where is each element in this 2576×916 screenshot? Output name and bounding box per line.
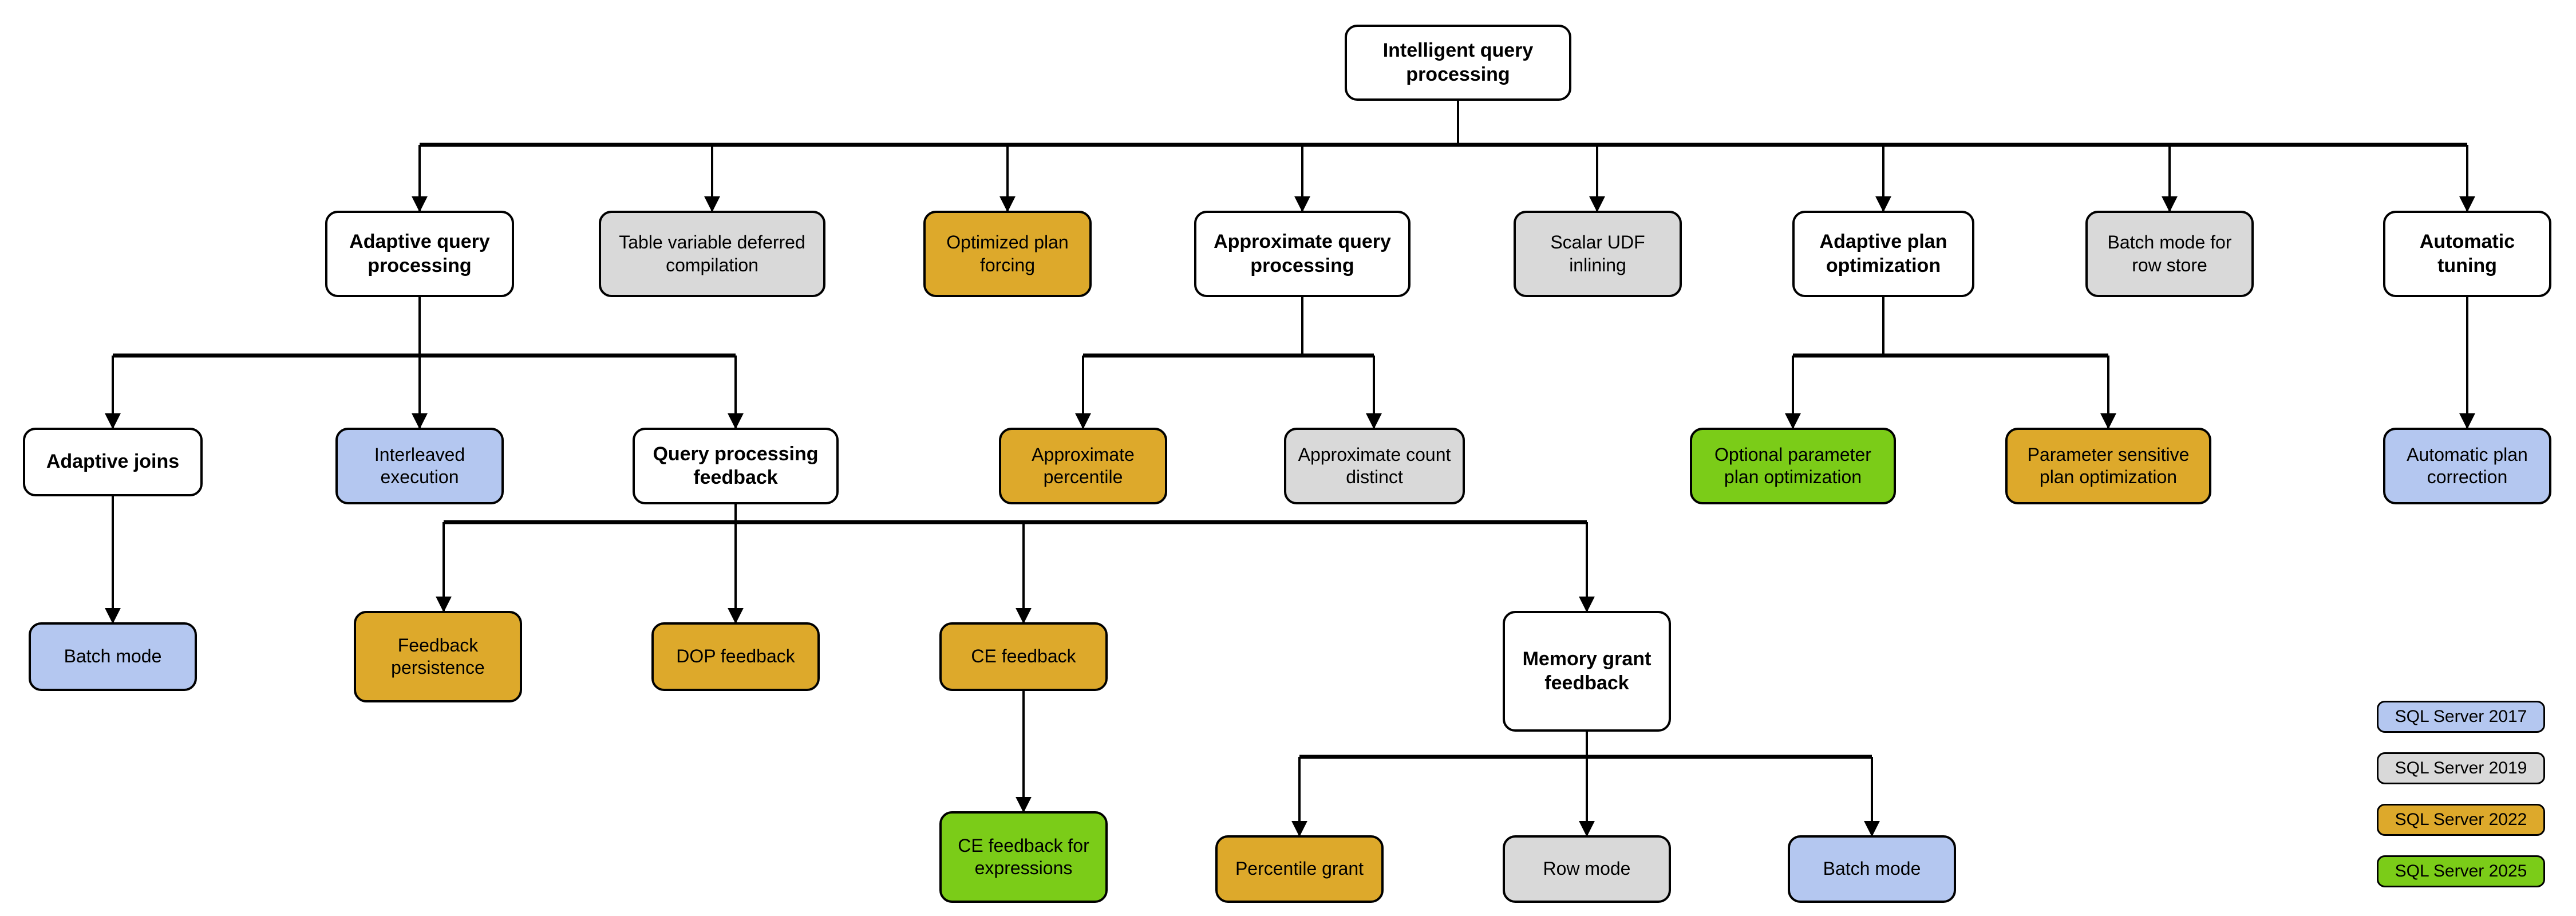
node-approximate-percentile[interactable]: Approximate percentile xyxy=(999,428,1167,504)
node-adaptive-joins[interactable]: Adaptive joins xyxy=(23,428,203,496)
node-table-variable-deferred-compilation[interactable]: Table variable deferred compilation xyxy=(599,211,825,297)
node-memory-grant-feedback[interactable]: Memory grant feedback xyxy=(1503,611,1671,732)
node-query-processing-feedback[interactable]: Query processing feedback xyxy=(633,428,839,504)
node-approximate-query-processing[interactable]: Approximate query processing xyxy=(1194,211,1411,297)
node-dop-feedback[interactable]: DOP feedback xyxy=(651,622,820,691)
node-intelligent-query-processing[interactable]: Intelligent query processing xyxy=(1345,25,1571,101)
legend-item-sql-server-2019[interactable]: SQL Server 2019 xyxy=(2377,752,2545,784)
node-scalar-udf-inlining[interactable]: Scalar UDF inlining xyxy=(1514,211,1682,297)
legend-item-sql-server-2025[interactable]: SQL Server 2025 xyxy=(2377,855,2545,887)
node-optional-parameter-plan-optimization[interactable]: Optional parameter plan optimization xyxy=(1690,428,1896,504)
legend-item-sql-server-2022[interactable]: SQL Server 2022 xyxy=(2377,804,2545,836)
node-percentile-grant[interactable]: Percentile grant xyxy=(1215,835,1384,903)
node-adaptive-plan-optimization[interactable]: Adaptive plan optimization xyxy=(1792,211,1974,297)
node-optimized-plan-forcing[interactable]: Optimized plan forcing xyxy=(923,211,1092,297)
legend-item-sql-server-2017[interactable]: SQL Server 2017 xyxy=(2377,701,2545,733)
node-approximate-count-distinct[interactable]: Approximate count distinct xyxy=(1284,428,1465,504)
node-interleaved-execution[interactable]: Interleaved execution xyxy=(335,428,504,504)
node-feedback-persistence[interactable]: Feedback persistence xyxy=(354,611,522,702)
node-automatic-plan-correction[interactable]: Automatic plan correction xyxy=(2383,428,2551,504)
node-row-mode[interactable]: Row mode xyxy=(1503,835,1671,903)
node-batch-mode-for-row-store[interactable]: Batch mode for row store xyxy=(2085,211,2254,297)
node-batch-mode-memory-grant[interactable]: Batch mode xyxy=(1788,835,1956,903)
node-ce-feedback[interactable]: CE feedback xyxy=(939,622,1108,691)
node-adaptive-query-processing[interactable]: Adaptive query processing xyxy=(325,211,514,297)
node-batch-mode-adaptive-joins[interactable]: Batch mode xyxy=(29,622,197,691)
node-parameter-sensitive-plan-optimization[interactable]: Parameter sensitive plan optimization xyxy=(2005,428,2211,504)
node-automatic-tuning[interactable]: Automatic tuning xyxy=(2383,211,2551,297)
node-ce-feedback-for-expressions[interactable]: CE feedback for expressions xyxy=(939,811,1108,903)
